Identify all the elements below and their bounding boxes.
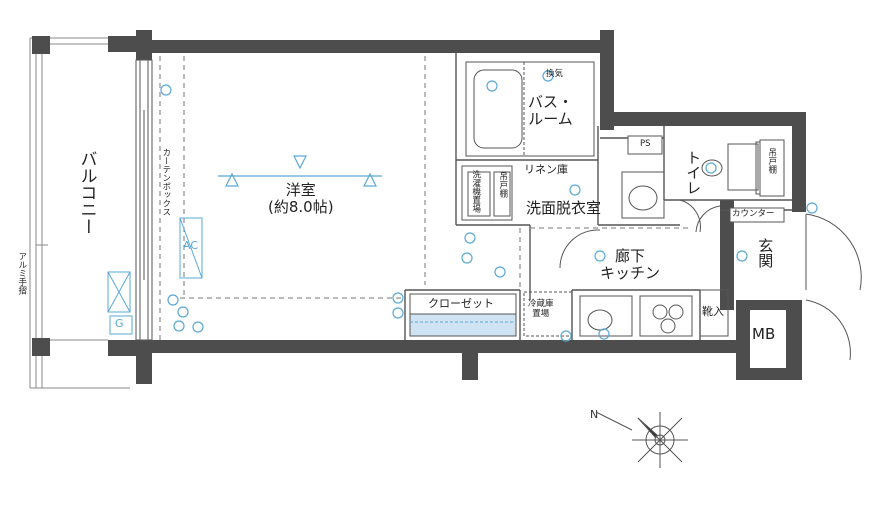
western-room-name: 洋室 xyxy=(285,181,316,199)
gas-box xyxy=(107,271,131,313)
outlet-icon xyxy=(160,70,818,342)
shoes-box xyxy=(699,289,729,337)
ac-diagonal xyxy=(179,217,203,279)
alumi-label: アルミ手摺 xyxy=(16,252,27,295)
gas-label-box xyxy=(109,315,133,335)
ps-box xyxy=(627,135,663,155)
closet-label-bg xyxy=(409,293,517,315)
linen-label: リネン庫 xyxy=(524,163,568,176)
light-icon xyxy=(218,155,382,187)
dashed-lines xyxy=(159,56,690,340)
toilet-shelf xyxy=(759,139,785,197)
bath-label: バス・ ルーム xyxy=(528,93,574,129)
counter xyxy=(729,207,785,223)
gas-label: G xyxy=(115,317,124,330)
storage-left-label: 洗濯機置場 xyxy=(470,170,481,213)
ps-label: PS xyxy=(640,139,651,149)
ac-label: AC xyxy=(183,239,199,252)
mb-label: MB xyxy=(752,325,776,343)
corridor-kitchen-label: 廊下 キッチン xyxy=(600,247,661,283)
entrance-label: 玄関 xyxy=(756,238,775,268)
balcony xyxy=(29,37,130,389)
washbasin xyxy=(621,171,665,219)
shoes-box-label: 靴入 xyxy=(702,305,724,318)
toilet-shelf-label: 吊戸棚 xyxy=(766,148,777,174)
curtain-box-label: カーテンボックス xyxy=(160,148,171,216)
svg-text:N: N xyxy=(590,408,598,421)
fridge-area xyxy=(523,291,573,337)
storage-right-label: 吊戸棚 xyxy=(497,172,508,198)
walls xyxy=(32,30,806,384)
toilet-label: トイレ xyxy=(684,150,703,195)
washing-area xyxy=(461,165,513,221)
fridge-label: 冷蔵庫 置場 xyxy=(528,299,554,319)
door-swing-icon xyxy=(559,199,862,361)
western-room-label: 洋室 (約8.0帖) xyxy=(268,181,334,217)
balcony-label: バルコニー xyxy=(76,150,97,235)
ac-unit xyxy=(179,217,203,279)
kitchen xyxy=(579,295,693,337)
closet-label: クローゼット xyxy=(428,297,494,310)
bathtub xyxy=(465,61,595,157)
bath-ventilation-label: 換気 xyxy=(546,69,564,79)
compass-icon: N xyxy=(590,408,688,468)
washroom-label: 洗面脱衣室 xyxy=(526,199,602,217)
counter-label: カウンター xyxy=(732,209,775,219)
window-left xyxy=(135,59,153,341)
western-room-size: (約8.0帖) xyxy=(268,198,334,217)
